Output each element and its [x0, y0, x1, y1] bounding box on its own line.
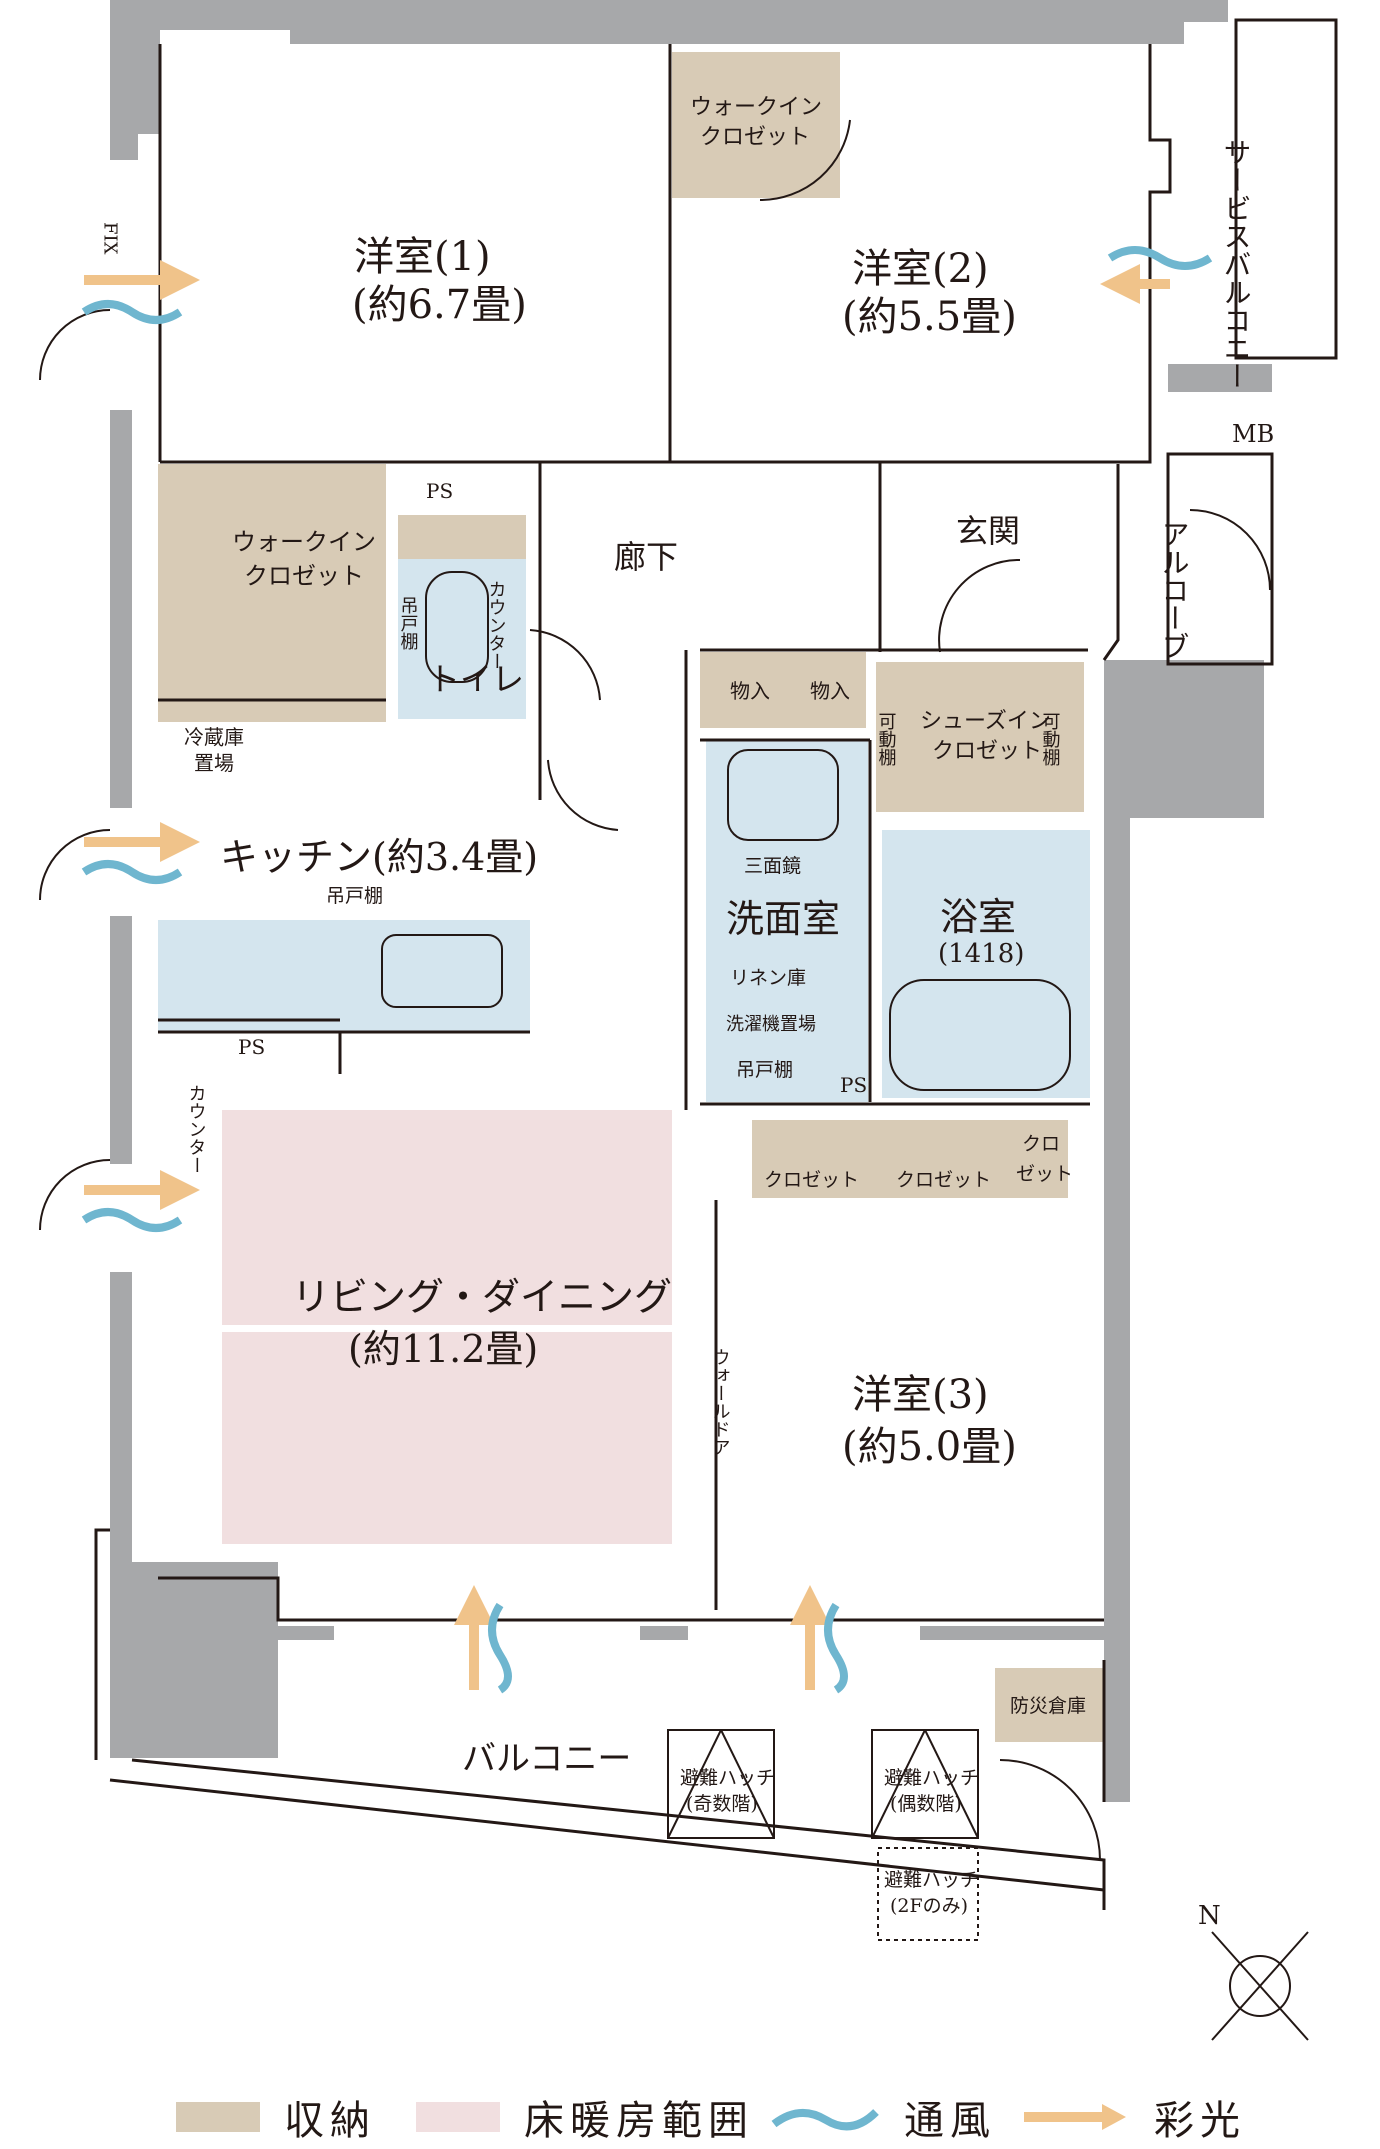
- legend-ventilation-label: 通風: [904, 2098, 996, 2144]
- escape-hatch-2f: [877, 1847, 979, 1941]
- legend-daylight: 彩光: [1020, 2085, 1246, 2149]
- movable-shelf-right: 可動棚: [1040, 712, 1061, 767]
- western-room-1-size: (約6.7畳): [352, 282, 527, 328]
- structural-walls: [110, 0, 1272, 1802]
- disaster-storage-label: 防災倉庫: [1010, 1695, 1086, 1717]
- hatch-2f-line1: 避難ハッチ: [884, 1869, 979, 1891]
- floor-heating-swatch: [416, 2102, 500, 2132]
- legend: 収納 床暖房範囲 通風 彩光: [0, 2085, 1380, 2149]
- fix-label: FIX: [100, 222, 121, 255]
- western-room-2-name: 洋室(2): [852, 246, 989, 292]
- living-name: リビング・ダイニング: [292, 1275, 672, 1319]
- floor-heating-area: [222, 1110, 672, 1325]
- movable-shelf-left: 可動棚: [876, 712, 897, 767]
- daylight-arrow-icon: [1024, 2104, 1126, 2130]
- legend-ventilation: 通風: [770, 2085, 996, 2149]
- monoire-2: 物入: [810, 679, 850, 703]
- ventilation-icon: [771, 2109, 879, 2131]
- hanging-shelf-kitchen: 吊戸棚: [326, 885, 383, 907]
- entrance-label: 玄関: [956, 512, 1020, 550]
- kitchen-label: キッチン(約3.4畳): [220, 835, 538, 879]
- hatch-even-line1: 避難ハッチ: [884, 1767, 979, 1789]
- wic-top-line2: クロゼット: [700, 125, 810, 150]
- floor-heating-area-lower: [222, 1332, 672, 1544]
- closet-small-line1: クロ: [1022, 1133, 1060, 1155]
- linen-label: リネン庫: [730, 967, 806, 989]
- storage-labels: ウォークイン クロゼット ウォークイン クロゼット シューズイン クロゼット 可…: [100, 95, 1087, 1717]
- wic-top-line1: ウォークイン: [690, 95, 822, 120]
- balcony-label: バルコニー: [462, 1739, 631, 1779]
- wall-door-label: ウォールドア: [710, 1348, 731, 1456]
- closet-small-line2: ゼット: [1016, 1163, 1073, 1185]
- counter-living: カウンター: [186, 1084, 207, 1174]
- hatch-even-line2: (偶数階): [890, 1793, 962, 1815]
- floor-plan: N 洋室(1) (約6.7畳) 洋室(2) (約5.5畳) 洋室(3) (約5.…: [39, 0, 1338, 2041]
- wic-left-line1: ウォークイン: [232, 528, 376, 556]
- mirror-label: 三面鏡: [744, 855, 801, 877]
- bath-size: (1418): [938, 939, 1024, 969]
- legend-storage-label: 収納: [284, 2098, 376, 2144]
- living-size: (約11.2畳): [348, 1327, 538, 1371]
- shoes-closet-line1: シューズイン: [920, 709, 1051, 734]
- bath-name: 浴室: [940, 895, 1016, 939]
- toilet-label: トイレ: [428, 660, 524, 698]
- western-room-2-size: (約5.5畳): [842, 294, 1017, 340]
- escape-hatch-odd: [667, 1729, 775, 1839]
- wic-left-line2: クロゼット: [244, 562, 364, 590]
- room-outlines: [94, 18, 1338, 1910]
- western-room-3-name: 洋室(3): [852, 1372, 989, 1418]
- window-frames: [278, 1626, 1104, 1640]
- airflow-arrows: [81, 246, 1213, 1694]
- closet-2: クロゼット: [896, 1169, 991, 1191]
- legend-floor-heating-label: 床暖房範囲: [524, 2098, 754, 2144]
- corridor-label: 廊下: [614, 538, 678, 576]
- western-room-1-name: 洋室(1): [354, 234, 491, 280]
- fridge-line2: 置場: [194, 751, 234, 775]
- fixtures: [381, 571, 1071, 1091]
- alcove-label: アルコーブ: [1158, 520, 1191, 660]
- mb-label: MB: [1232, 420, 1274, 448]
- escape-hatch-even: [871, 1729, 979, 1839]
- hatch-labels: 避難ハッチ (奇数階) 避難ハッチ (偶数階) 避難ハッチ (2Fのみ): [680, 1767, 979, 1917]
- storage-areas: [158, 52, 1103, 1742]
- hatch-2f-line2: (2Fのみ): [890, 1895, 968, 1917]
- compass-north-label: N: [1198, 1901, 1221, 1931]
- hanging-shelf-wash: 吊戸棚: [736, 1059, 793, 1081]
- washer-label: 洗濯機置場: [726, 1014, 816, 1035]
- ps-wash: PS: [840, 1073, 867, 1097]
- legend-storage: 収納: [176, 2085, 376, 2149]
- shoes-closet-line2: クロゼット: [932, 739, 1042, 764]
- wet-areas: [158, 559, 1090, 1102]
- legend-floor-heating: 床暖房範囲: [416, 2085, 754, 2149]
- washroom-label: 洗面室: [726, 897, 840, 941]
- hatch-odd-line1: 避難ハッチ: [680, 1767, 775, 1789]
- service-balcony-label: サービスバルコニー: [1220, 138, 1253, 390]
- ps-kitchen: PS: [238, 1035, 265, 1059]
- ps-toilet: PS: [426, 479, 453, 503]
- hanging-shelf-toilet: 吊戸棚: [398, 596, 419, 651]
- western-room-3-size: (約5.0畳): [842, 1424, 1017, 1470]
- storage-swatch: [176, 2102, 260, 2132]
- fridge-line1: 冷蔵庫: [184, 725, 244, 749]
- closet-1: クロゼット: [764, 1169, 859, 1191]
- legend-daylight-label: 彩光: [1154, 2098, 1246, 2144]
- counter-toilet: カウンター: [486, 580, 507, 670]
- door-swings: [39, 119, 1271, 1861]
- hatch-odd-line2: (奇数階): [686, 1793, 758, 1815]
- monoire-1: 物入: [730, 679, 770, 703]
- compass-rose: [1211, 1931, 1309, 2041]
- room-labels: 洋室(1) (約6.7畳) 洋室(2) (約5.5畳) 洋室(3) (約5.0畳…: [220, 138, 1274, 1779]
